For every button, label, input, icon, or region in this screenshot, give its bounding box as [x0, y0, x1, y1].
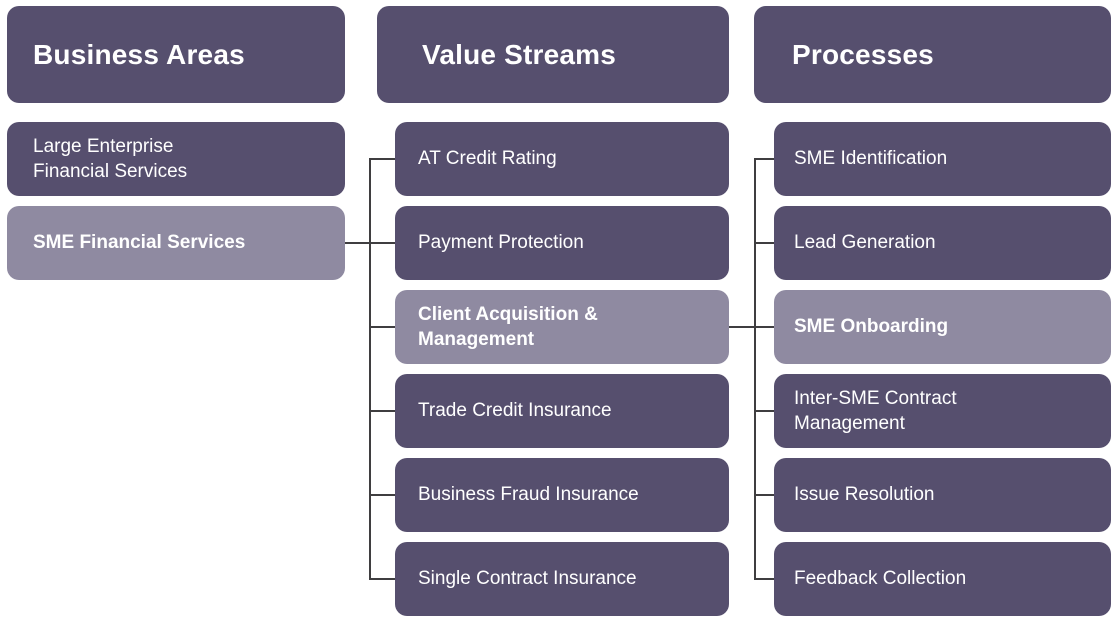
node-sme-onboarding: SME Onboarding: [774, 290, 1111, 364]
node-label: SME Financial Services: [33, 232, 246, 254]
node-label: Trade Credit Insurance: [418, 400, 612, 422]
connector-main-client-acquisition: [729, 326, 774, 328]
connector-stub-inter-sme-contract: [754, 410, 774, 412]
node-trade-credit-insurance: Trade Credit Insurance: [395, 374, 729, 448]
node-business-fraud-insurance: Business Fraud Insurance: [395, 458, 729, 532]
value-streams-header: Value Streams: [377, 6, 729, 103]
business-areas-header: Business Areas: [7, 6, 345, 103]
node-label: SME Identification: [794, 148, 948, 170]
business-areas-header-label: Business Areas: [33, 38, 245, 70]
node-label: Client Acquisition & Management: [418, 303, 598, 350]
connector-main-sme-financial-services: [345, 242, 397, 244]
node-client-acquisition-management: Client Acquisition & Management: [395, 290, 729, 364]
value-streams-header-label: Value Streams: [422, 38, 617, 70]
connector-stub-business-fraud-insurance: [369, 494, 397, 496]
node-label: Issue Resolution: [794, 484, 935, 506]
node-label: SME Onboarding: [794, 316, 949, 338]
node-inter-sme-contract-management: Inter-SME Contract Management: [774, 374, 1111, 448]
node-feedback-collection: Feedback Collection: [774, 542, 1111, 616]
node-label: Business Fraud Insurance: [418, 484, 639, 506]
connector-stub-at-credit-rating: [369, 158, 397, 160]
node-label: AT Credit Rating: [418, 148, 557, 170]
connector-trunk-valuestreams-to-processes: [754, 158, 756, 580]
connector-stub-single-contract-insurance: [369, 578, 397, 580]
connector-stub-feedback-collection: [754, 578, 774, 580]
node-issue-resolution: Issue Resolution: [774, 458, 1111, 532]
connector-stub-issue-resolution: [754, 494, 774, 496]
node-label: Feedback Collection: [794, 568, 967, 590]
node-label: Single Contract Insurance: [418, 568, 637, 590]
processes-header: Processes: [754, 6, 1111, 103]
node-sme-identification: SME Identification: [774, 122, 1111, 196]
node-single-contract-insurance: Single Contract Insurance: [395, 542, 729, 616]
processes-header-label: Processes: [792, 38, 934, 70]
node-large-enterprise-financial-services: Large Enterprise Financial Services: [7, 122, 345, 196]
node-label: Lead Generation: [794, 232, 936, 254]
connector-stub-sme-identification: [754, 158, 774, 160]
node-label: Inter-SME Contract Management: [794, 387, 957, 434]
node-lead-generation: Lead Generation: [774, 206, 1111, 280]
connector-trunk-business-to-valuestreams: [369, 158, 371, 580]
node-payment-protection: Payment Protection: [395, 206, 729, 280]
node-at-credit-rating: AT Credit Rating: [395, 122, 729, 196]
node-label: Large Enterprise Financial Services: [33, 135, 188, 182]
connector-stub-client-acquisition: [369, 326, 397, 328]
connector-stub-lead-generation: [754, 242, 774, 244]
node-sme-financial-services: SME Financial Services: [7, 206, 345, 280]
connector-stub-trade-credit-insurance: [369, 410, 397, 412]
node-label: Payment Protection: [418, 232, 584, 254]
